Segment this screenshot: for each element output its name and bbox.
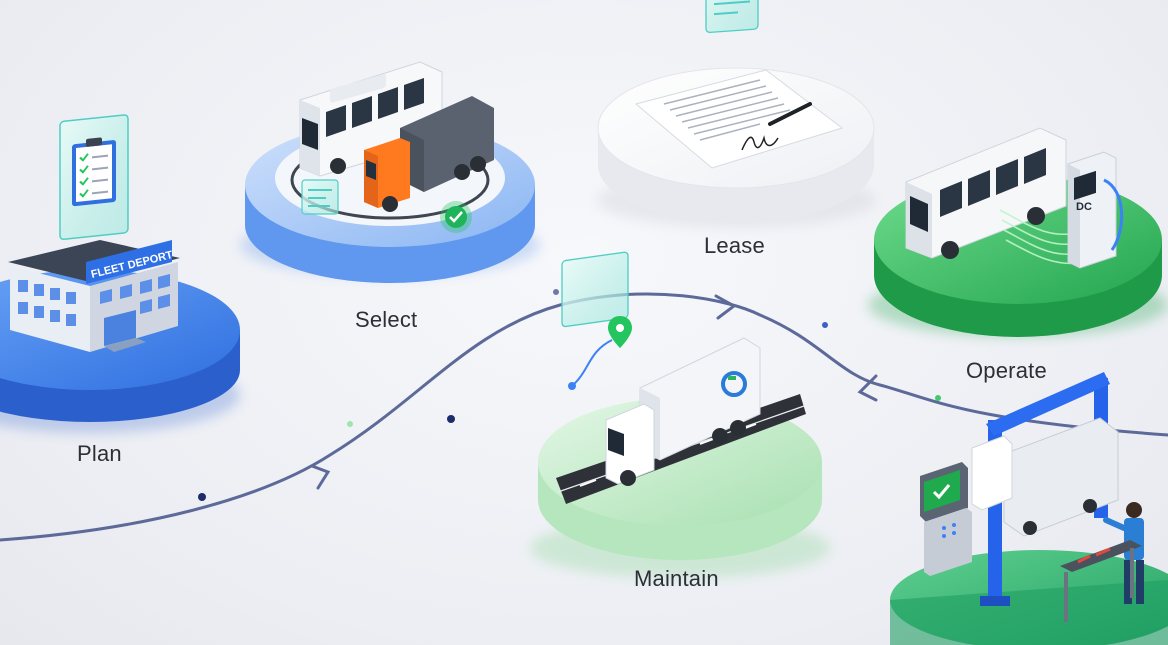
lifted-truck-icon [971, 417, 1119, 537]
lease-contract-icon [634, 69, 844, 169]
check-badge-icon-select [440, 201, 472, 233]
dc-charger-icon: DC [1067, 151, 1124, 269]
delivery-truck-icon [605, 337, 761, 486]
arrow-head-2 [714, 294, 737, 320]
mechanic-icon [1103, 502, 1144, 604]
stage-label-operate: Operate [966, 358, 1047, 383]
flow-dots [198, 289, 941, 501]
digital-document-icon [705, 0, 759, 34]
checklist-clipboard-icon [59, 114, 129, 241]
truck-icon-select [364, 96, 494, 212]
stage-label-select: Select [355, 307, 418, 332]
route-map-icon [561, 251, 632, 390]
flow-curve-main [0, 292, 1168, 542]
service-platform [890, 550, 1168, 645]
recycle-logo-icon [721, 371, 747, 397]
electric-bus-icon [905, 127, 1067, 259]
arrow-head-3 [857, 374, 878, 402]
diagnostic-terminal-icon [920, 462, 972, 576]
charger-label: DC [1076, 201, 1092, 213]
stage-label-lease: Lease [704, 233, 765, 258]
stage-label-plan: Plan [77, 441, 122, 466]
flow-path [0, 292, 1168, 542]
data-card-icon-select [301, 179, 339, 215]
stage-label-maintain: Maintain [634, 566, 719, 591]
depot-building-icon: FLEET DEPORT [8, 240, 180, 352]
arrow-head-1 [310, 464, 331, 490]
workbench-icon [1060, 540, 1142, 622]
